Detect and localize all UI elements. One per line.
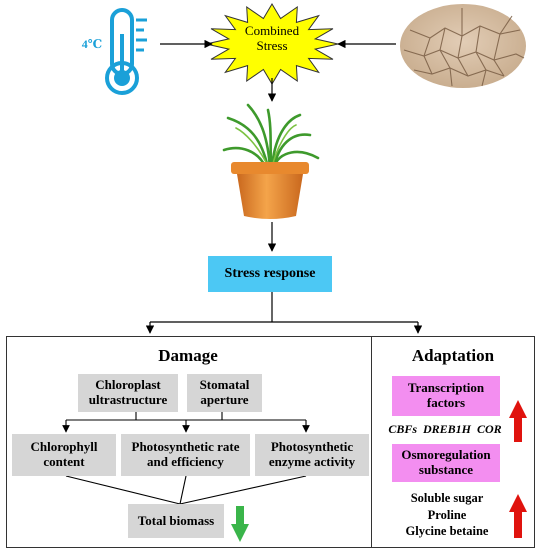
- combined-stress-label: Combined Stress: [244, 23, 300, 54]
- thermometer-icon: [105, 8, 147, 95]
- up-arrow-icon: [509, 400, 527, 442]
- substance-item: Soluble sugar: [410, 491, 484, 505]
- total-biomass-box: Total biomass: [128, 504, 224, 538]
- substances-list: Soluble sugar Proline Glycine betaine: [388, 490, 506, 540]
- adaptation-panel: [371, 336, 535, 548]
- up-arrow-icon: [509, 494, 527, 538]
- cracked-soil-image: [400, 4, 526, 88]
- damage-connectors: [62, 412, 310, 505]
- stress-response-box: Stress response: [208, 256, 332, 292]
- temperature-label: 4℃: [81, 37, 103, 51]
- substance-item: Proline: [427, 507, 467, 522]
- potted-plant-image: [222, 103, 320, 219]
- adaptation-title: Adaptation: [411, 346, 495, 365]
- substance-item: Glycine betaine: [405, 524, 489, 538]
- genes-label: CBFs DREB1H COR: [388, 422, 502, 436]
- down-arrow-icon: [231, 506, 249, 542]
- damage-title: Damage: [158, 346, 218, 365]
- response-branch-connector: [145, 292, 423, 334]
